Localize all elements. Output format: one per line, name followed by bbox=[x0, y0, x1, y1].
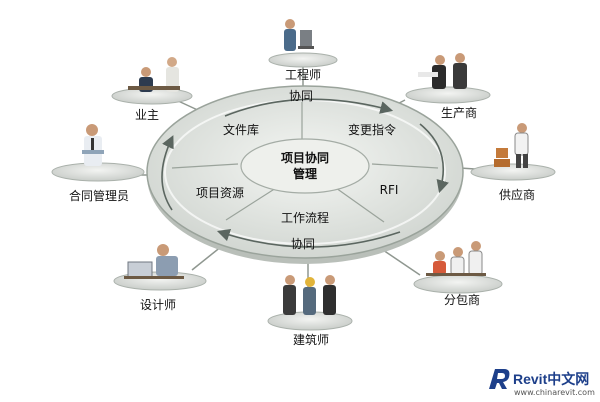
sector-label-change-order: 变更指令 bbox=[348, 122, 396, 137]
node-owner: 业主 bbox=[111, 57, 193, 122]
sector-label-rfi: RFI bbox=[380, 183, 399, 197]
node-contract-manager: 合同管理员 bbox=[51, 124, 145, 203]
ring-label-bottom: 协同 bbox=[291, 236, 315, 251]
label-designer: 设计师 bbox=[140, 298, 176, 312]
supplier-person-icon bbox=[494, 123, 529, 168]
node-subcontractor: 分包商 bbox=[413, 241, 503, 307]
watermark: Revit中文网 www.chinarevit.com bbox=[489, 369, 595, 397]
engineer-person-icon bbox=[284, 19, 314, 51]
designer-person-icon bbox=[124, 244, 184, 279]
center-title-line1: 项目协同 bbox=[281, 150, 329, 165]
ring-labels: 协同 文件库 变更指令 项目资源 RFI 工作流程 协同 bbox=[196, 88, 398, 251]
center-title-line2: 管理 bbox=[293, 166, 317, 181]
sector-label-workflow: 工作流程 bbox=[281, 210, 329, 225]
node-supplier: 供应商 bbox=[470, 123, 556, 202]
node-architect: 建筑师 bbox=[267, 275, 353, 347]
subcontractor-people-icon bbox=[426, 241, 486, 276]
label-owner: 业主 bbox=[135, 108, 159, 122]
node-designer: 设计师 bbox=[113, 244, 207, 312]
label-subcontractor: 分包商 bbox=[444, 292, 480, 307]
label-contract-manager: 合同管理员 bbox=[69, 188, 129, 203]
sector-label-document-library: 文件库 bbox=[223, 122, 259, 137]
label-supplier: 供应商 bbox=[499, 187, 535, 202]
architect-people-icon bbox=[283, 275, 336, 315]
center-hub: 项目协同 管理 bbox=[240, 138, 370, 194]
contract-manager-person-icon bbox=[82, 124, 104, 166]
watermark-url: www.chinarevit.com bbox=[514, 388, 595, 397]
sector-label-project-resources: 项目资源 bbox=[196, 186, 244, 200]
owner-people-icon bbox=[128, 57, 180, 92]
node-manufacturer: 生产商 bbox=[405, 53, 491, 120]
node-engineer: 工程师 bbox=[268, 19, 338, 82]
label-architect: 建筑师 bbox=[293, 332, 329, 347]
label-manufacturer: 生产商 bbox=[441, 105, 477, 120]
manufacturer-people-icon bbox=[418, 53, 467, 89]
label-engineer: 工程师 bbox=[285, 67, 321, 82]
ring-label-top: 协同 bbox=[289, 88, 313, 103]
revit-logo-icon bbox=[489, 369, 510, 389]
watermark-brand: Revit中文网 bbox=[513, 371, 589, 387]
